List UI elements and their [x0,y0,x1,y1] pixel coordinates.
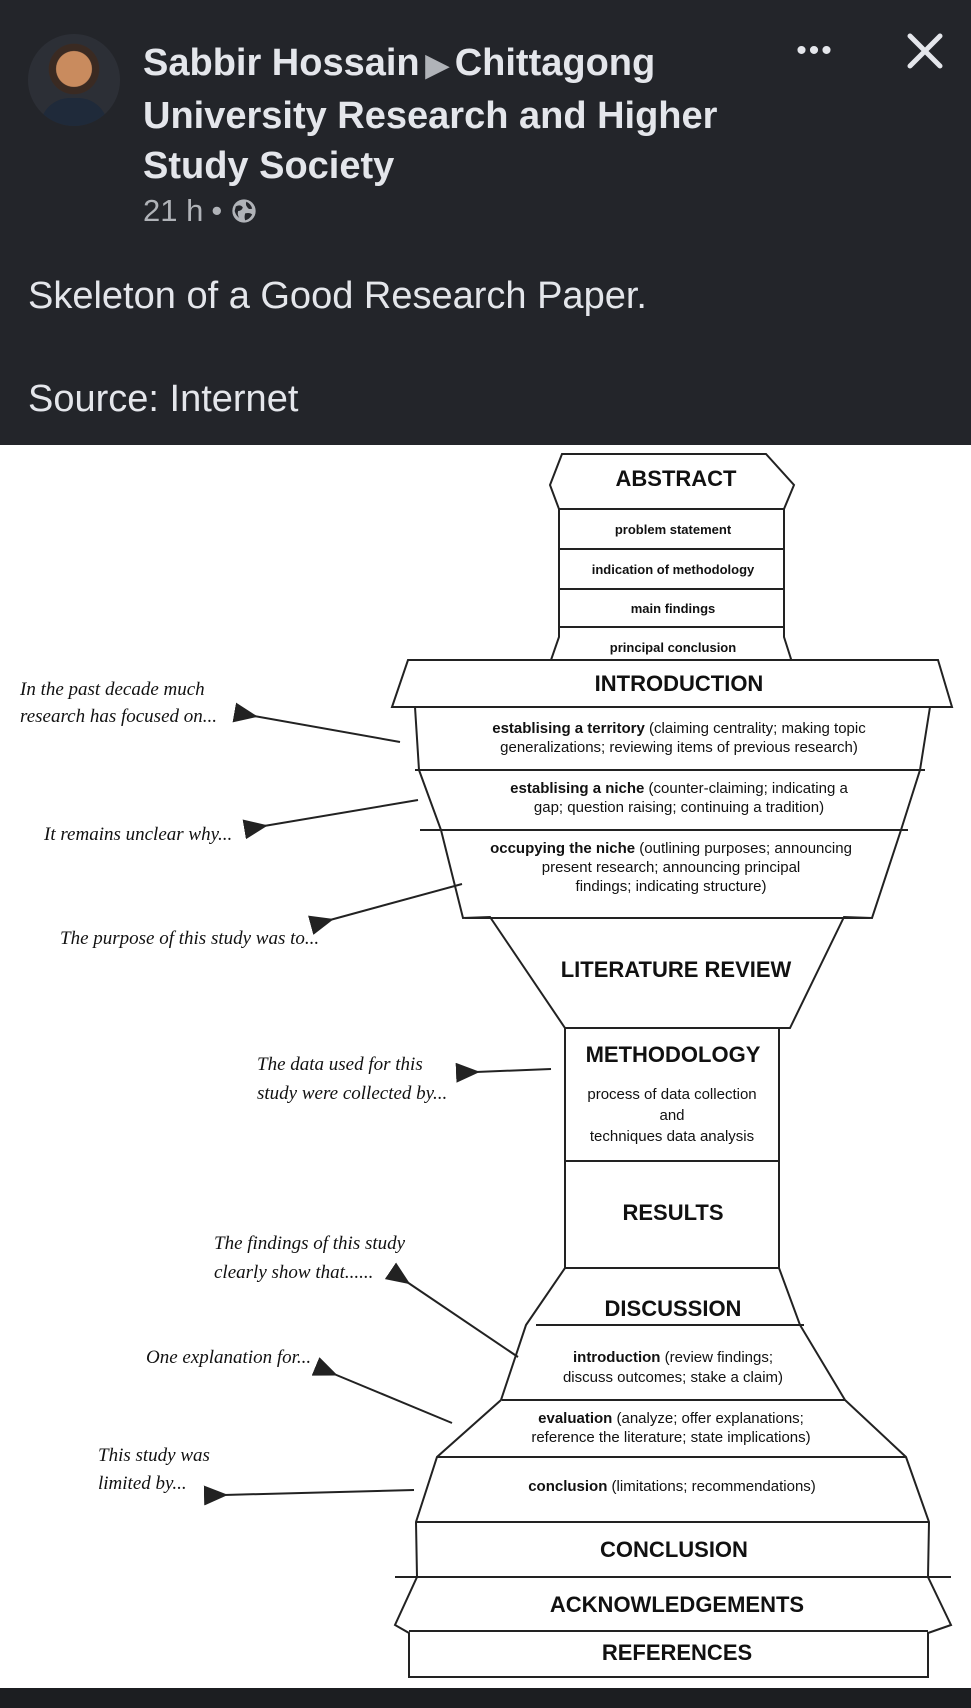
intro-item-territory: establising a territory (claiming centra… [492,720,866,737]
introduction-title: INTRODUCTION [595,671,764,696]
discussion-item-conclusion: conclusion (limitations; recommendations… [528,1478,816,1495]
research-paper-diagram[interactable]: ABSTRACT problem statement indication of… [0,445,971,1688]
annotation-arrow [203,1485,415,1506]
bottom-bar [0,1688,971,1708]
avatar[interactable] [28,34,120,126]
literature-review-title: LITERATURE REVIEW [561,957,792,982]
annotation-arrow [384,1262,519,1358]
diagram-svg: ABSTRACT problem statement indication of… [19,453,954,1678]
post-author-line: Sabbir Hossain▶Chittagong University Res… [143,38,763,191]
post-caption: Skeleton of a Good Research Paper. [28,275,647,317]
intro-item-occupying-line3: findings; indicating structure) [576,878,767,895]
annotation-limited-line2: limited by... [98,1473,187,1494]
group-name[interactable]: Chittagong University Research and Highe… [143,42,718,187]
results-title: RESULTS [622,1200,723,1225]
annotation-past-decade-line2: research has focused on... [20,706,217,727]
discussion-item-evaluation-line2: reference the literature; state implicat… [531,1429,810,1446]
post-time[interactable]: 21 h [143,193,204,228]
globe-icon [232,199,256,223]
methodology-line: process of data collection [587,1086,756,1103]
close-icon[interactable] [902,28,948,74]
post-meta: 21 h • [143,193,258,229]
more-options-button[interactable]: ••• [796,34,834,67]
intro-item-occupying: occupying the niche (outlining purposes;… [490,840,852,857]
abstract-item: principal conclusion [610,640,736,655]
acknowledgements-title: ACKNOWLEDGEMENTS [550,1592,804,1617]
post-header: Sabbir Hossain▶Chittagong University Res… [0,0,971,445]
play-arrow-icon: ▶ [425,49,449,82]
intro-item-occupying-line2: present research; announcing principal [542,859,801,876]
annotation-purpose: The purpose of this study was to... [60,928,319,949]
annotation-data-used-line2: study were collected by... [257,1083,447,1104]
abstract-title: ABSTRACT [616,466,738,491]
annotation-arrow [242,799,419,840]
references-title: REFERENCES [602,1640,752,1665]
abstract-item: problem statement [615,522,732,537]
abstract-item: main findings [631,601,716,616]
annotation-explanation: One explanation for... [146,1347,311,1368]
intro-item-territory-line2: generalizations; reviewing items of prev… [500,739,858,756]
annotation-arrow [455,1062,552,1083]
annotation-arrow [308,883,463,935]
discussion-item-evaluation: evaluation (analyze; offer explanations; [538,1410,804,1427]
methodology-line: and [659,1107,684,1124]
discussion-title: DISCUSSION [605,1296,742,1321]
annotation-unclear: It remains unclear why... [43,824,232,845]
methodology-title: METHODOLOGY [586,1042,761,1067]
annotation-data-used: The data used for this [257,1054,423,1075]
methodology-results-shape [564,1027,780,1269]
intro-item-niche: establising a niche (counter-claiming; i… [510,780,848,797]
annotation-past-decade: In the past decade much [19,679,205,700]
abstract-item: indication of methodology [592,562,755,577]
intro-item-niche-line2: gap; question raising; continuing a trad… [534,799,824,816]
methodology-line: techniques data analysis [590,1128,754,1145]
annotation-findings-line2: clearly show that...... [214,1262,373,1283]
meta-separator: • [211,193,223,228]
discussion-item-introduction: introduction (review findings; [573,1349,773,1366]
post-source: Source: Internet [28,378,299,420]
author-name[interactable]: Sabbir Hossain [143,42,420,84]
post-text: Skeleton of a Good Research Paper. Sourc… [28,270,647,425]
conclusion-title: CONCLUSION [600,1537,748,1562]
annotation-arrow [232,702,401,743]
discussion-item-introduction-line2: discuss outcomes; stake a claim) [563,1369,783,1386]
annotation-arrow [311,1357,453,1424]
annotation-findings: The findings of this study [214,1233,406,1254]
annotation-limited: This study was [98,1445,210,1466]
avatar-shirt [40,98,108,126]
